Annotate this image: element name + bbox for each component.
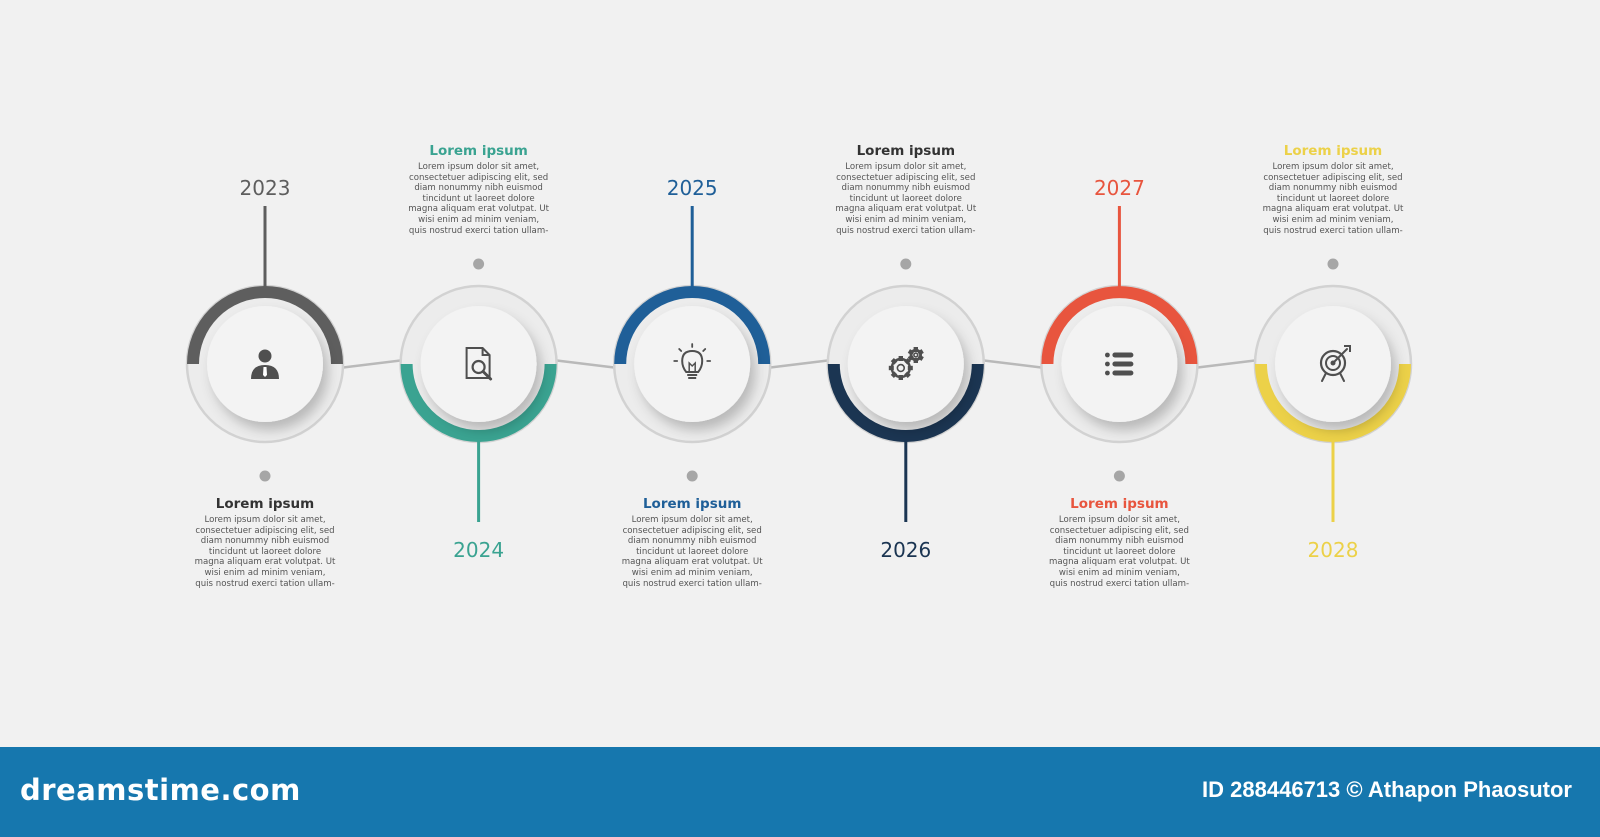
block-title: Lorem ipsum (1283, 143, 1383, 159)
node-accent-arc (400, 363, 557, 442)
node-accent-arc (614, 286, 771, 365)
block-title: Lorem ipsum (215, 496, 315, 512)
text-dot (259, 470, 271, 482)
year-label-2026: 2026 (880, 538, 932, 562)
block-body: Lorem ipsum dolor sit amet, consectetuer… (835, 162, 977, 236)
text-dot (1113, 470, 1125, 482)
timeline-nodes (185, 206, 1413, 523)
text-dot (473, 258, 485, 270)
year-label-2025: 2025 (666, 176, 718, 200)
block-body: Lorem ipsum dolor sit amet, consectetuer… (1262, 162, 1404, 236)
block-body: Lorem ipsum dolor sit amet, consectetuer… (408, 162, 549, 236)
timeline-node-2025[interactable] (612, 206, 772, 482)
footer-bar: dreamstime.com ID 288446713 © Athapon Ph… (0, 747, 1600, 837)
block-title: Lorem ipsum (856, 143, 956, 159)
text-dot (900, 258, 912, 270)
node-disc (420, 306, 537, 422)
node-accent-arc (1041, 286, 1198, 365)
footer-logo[interactable]: dreamstime.com (20, 773, 301, 807)
node-accent-arc (187, 286, 343, 365)
node-disc (634, 306, 751, 422)
target-icon (1319, 345, 1351, 382)
year-label-2023: 2023 (239, 176, 291, 200)
year-label-2024: 2024 (453, 538, 505, 562)
node-disc (847, 306, 964, 422)
timeline-diagram (185, 206, 1413, 523)
node-disc (207, 306, 323, 422)
timeline-node-2028[interactable] (1253, 258, 1413, 523)
text-dot (1327, 258, 1339, 270)
list-icon (1105, 352, 1134, 376)
block-title: Lorem ipsum (1070, 496, 1169, 512)
block-title: Lorem ipsum (429, 143, 528, 159)
timeline-node-2023[interactable] (185, 206, 345, 482)
connector-line (1193, 358, 1260, 370)
footer-credit: ID 288446713 © Athapon Phaosutor (1202, 777, 1572, 802)
year-label-2028: 2028 (1307, 538, 1359, 562)
timeline-node-2026[interactable] (826, 258, 986, 523)
block-body: Lorem ipsum dolor sit amet, consectetuer… (194, 515, 336, 589)
year-label-2027: 2027 (1093, 176, 1145, 200)
block-title: Lorem ipsum (642, 496, 742, 512)
block-body: Lorem ipsum dolor sit amet, consectetuer… (1048, 515, 1190, 589)
gears-icon (888, 347, 924, 380)
node-accent-arc (1255, 363, 1411, 442)
document-search-icon (465, 347, 493, 381)
node-accent-arc (827, 363, 984, 442)
timeline-node-2024[interactable] (399, 258, 558, 523)
lightbulb-icon (673, 343, 712, 379)
timeline-node-2027[interactable] (1040, 206, 1199, 482)
block-body: Lorem ipsum dolor sit amet, consectetuer… (621, 515, 763, 589)
connector-line (552, 358, 619, 370)
timeline-connectors (338, 358, 1260, 370)
connector-line (338, 358, 405, 370)
text-dot (686, 470, 698, 482)
connector-line (979, 358, 1046, 370)
connector-line (766, 358, 832, 370)
user-icon (251, 349, 279, 379)
